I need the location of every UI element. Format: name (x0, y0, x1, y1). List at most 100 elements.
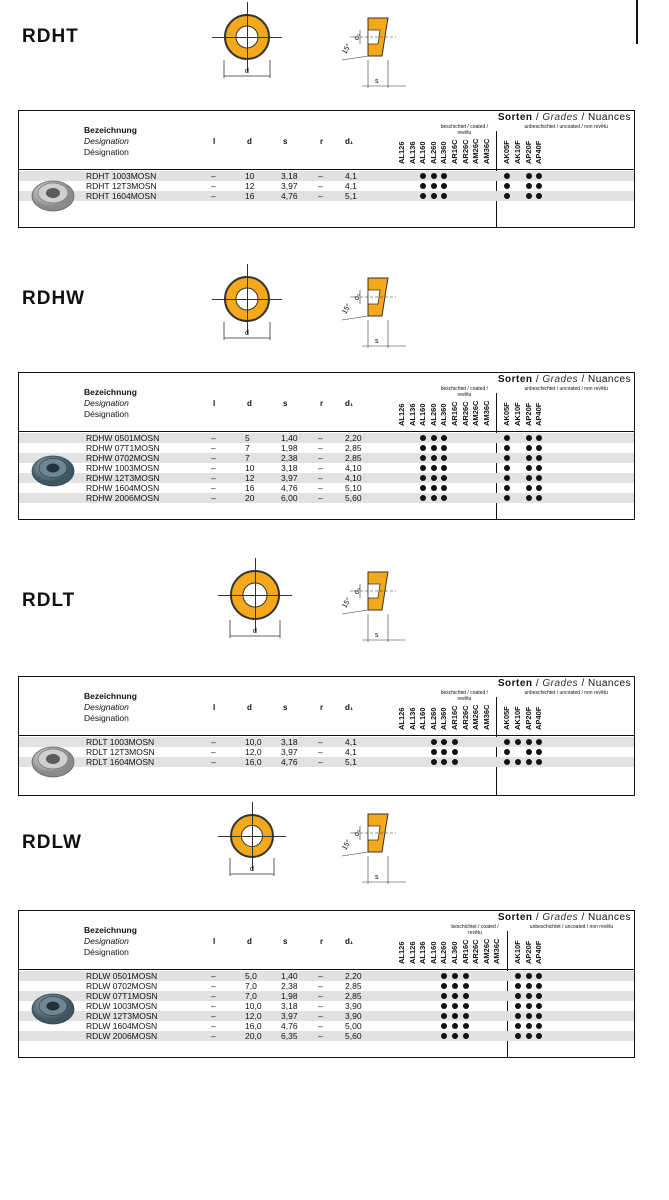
availability-dot (525, 465, 532, 471)
d1-cell: 2,85 (345, 453, 362, 463)
col-d1-header: d₁ (345, 937, 354, 946)
availability-dot (462, 993, 469, 999)
grade-header: AK05F (502, 140, 512, 164)
availability-dot (515, 973, 521, 979)
s-cell: 3,97 (281, 1011, 298, 1021)
availability-dot (441, 495, 448, 501)
centerline-vertical (252, 802, 253, 870)
availability-dot (525, 1013, 532, 1019)
d-cell: 20 (245, 493, 255, 503)
section-title: RDHW (22, 288, 86, 309)
d1-cell: 2,85 (345, 443, 362, 453)
grade-header: AP20F (523, 402, 533, 426)
r-cell: – (318, 463, 323, 473)
availability-dot (441, 193, 448, 199)
availability-dot (525, 475, 532, 481)
d1-cell: 4,1 (345, 171, 357, 181)
r-cell: – (318, 991, 323, 1001)
d1-cell: 5,60 (345, 1031, 362, 1041)
availability-dot (525, 495, 532, 501)
availability-dot (441, 759, 448, 765)
r-cell: – (318, 757, 323, 767)
availability-dot (536, 173, 543, 179)
availability-dot (462, 1033, 469, 1039)
availability-dot (452, 1003, 458, 1009)
availability-dot (430, 485, 437, 491)
availability-dot (536, 1013, 543, 1019)
diameter-dimension: d (229, 620, 281, 638)
grade-header: AL260 (428, 141, 438, 164)
grade-header: AM36C (481, 138, 491, 164)
angle-label: 15° (341, 42, 353, 55)
grade-header: AR16C (450, 139, 459, 164)
col-d-header: d (247, 937, 252, 946)
s-cell: 2,38 (281, 453, 298, 463)
availability-dot (525, 183, 532, 189)
availability-dot (430, 749, 437, 755)
grade-header: AP40F (534, 706, 544, 730)
nuances-label: Nuances (588, 374, 631, 385)
l-cell: – (211, 433, 216, 443)
grade-header: AM36C (481, 704, 491, 730)
d1-label: d₁ (354, 829, 361, 836)
s-cell: 3,97 (281, 473, 298, 483)
designation-cell: RDLW 1604MOSN (86, 1021, 158, 1031)
r-cell: – (318, 971, 323, 981)
availability-dot (525, 193, 532, 199)
col-s-header: s (283, 399, 288, 408)
availability-dot (536, 973, 543, 979)
grade-header: AL360 (439, 141, 449, 164)
d-cell: 7 (245, 443, 250, 453)
availability-dot (430, 739, 437, 745)
designation-cell: RDHW 1604MOSN (86, 483, 160, 493)
availability-dot (525, 455, 532, 461)
angle-label: 15° (341, 596, 353, 609)
grade-header: AK10F (513, 706, 522, 730)
label-en: Designation (84, 936, 129, 946)
availability-dot (504, 173, 511, 179)
designation-cell: RDLW 07T1MOSN (86, 991, 158, 1001)
r-cell: – (318, 737, 323, 747)
l-cell: – (211, 463, 216, 473)
availability-dot (536, 465, 543, 471)
availability-dot (430, 455, 437, 461)
col-l-header: l (213, 137, 216, 146)
col-d-header: d (247, 703, 252, 712)
col-d1-header: d₁ (345, 703, 354, 712)
availability-dot (420, 485, 427, 491)
diameter-dimension: d (223, 322, 271, 340)
grade-header: AL126 (397, 141, 406, 164)
d1-cell: 4,10 (345, 473, 362, 483)
grade-header: AL260 (428, 707, 438, 730)
availability-dot (525, 973, 532, 979)
l-cell: – (211, 757, 216, 767)
grade-header: AL136 (407, 403, 417, 426)
grade-header: AM36C (481, 400, 491, 426)
d1-cell: 4,10 (345, 463, 362, 473)
availability-dot (504, 435, 511, 441)
availability-dot (504, 455, 511, 461)
availability-dot (536, 475, 543, 481)
grade-header: AL136 (407, 707, 417, 730)
availability-dot (441, 973, 448, 979)
insert-top-view-drawing (218, 558, 292, 632)
availability-dot (452, 973, 458, 979)
s-cell: 4,76 (281, 483, 298, 493)
availability-dot (525, 759, 532, 765)
col-r-header: r (320, 937, 324, 946)
sorten-label: Sorten (497, 678, 533, 689)
d-cell: 5,0 (245, 971, 257, 981)
designation-cell: RDHT 1604MOSN (86, 191, 157, 201)
